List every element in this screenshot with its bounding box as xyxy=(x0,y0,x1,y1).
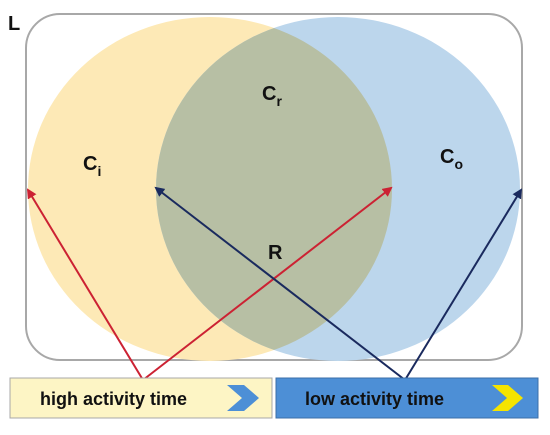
high-activity-label: high activity time xyxy=(40,389,187,409)
label-co: Co xyxy=(440,146,463,172)
corner-label-l: L xyxy=(8,13,20,35)
set-cr-overlap xyxy=(156,17,392,361)
high-activity-bar xyxy=(9,377,273,419)
low-activity-chevron-icon xyxy=(492,385,523,411)
arrow-high-to-left xyxy=(26,188,144,381)
arrow-low-to-left xyxy=(154,186,406,381)
high-activity-chevron-icon xyxy=(227,385,259,411)
arrow-low-to-right xyxy=(404,188,523,381)
label-ci: Ci xyxy=(83,153,101,179)
arrow-high-to-right xyxy=(142,186,393,381)
low-activity-label: low activity time xyxy=(305,389,444,409)
label-cr: Cr xyxy=(262,83,282,109)
low-activity-bar xyxy=(275,377,539,419)
label-radius: R xyxy=(268,242,283,264)
